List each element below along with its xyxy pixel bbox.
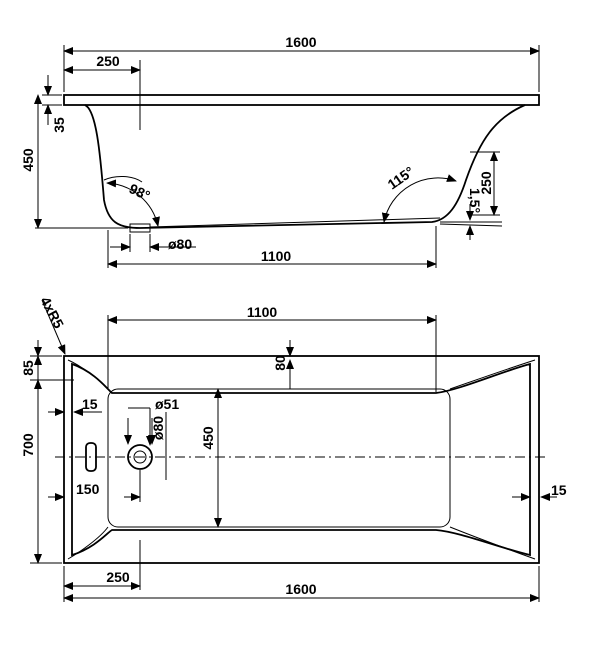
side-view (63, 94, 540, 233)
overflow-diameter-label: ø51 (155, 396, 179, 412)
inner-width-label: 450 (200, 426, 216, 450)
side-overhang-label: 250 (96, 53, 120, 69)
top-dimensions: 4xR5 1100 85 80 15 ø51 ø80 450 (20, 294, 567, 602)
top-drain-diameter-label: ø80 (150, 416, 166, 440)
drain-offset-label: 150 (76, 481, 100, 497)
side-drain-label: ø80 (168, 236, 192, 252)
top-overhang-label: 250 (106, 569, 130, 585)
rim-width-label: 85 (20, 360, 36, 376)
top-right-corner-curves (449, 359, 536, 560)
side-length-label: 1600 (285, 34, 316, 50)
left-angle-arc (106, 179, 160, 227)
left-angle-label: 98° (127, 180, 153, 203)
side-dimensions: 1600 250 35 450 98° 115° 250 1,5° (20, 34, 540, 268)
top-inner-contour (71, 362, 531, 557)
overall-width-label: 700 (20, 433, 36, 457)
top-outer-rim (63, 355, 540, 564)
top-view (55, 355, 548, 564)
rim-inner-label: 80 (272, 355, 288, 371)
top-length-label: 1600 (285, 581, 316, 597)
side-body-outline (84, 104, 526, 229)
top-inner-length-label: 1100 (247, 304, 278, 320)
right-angle-label: 115° (385, 163, 417, 192)
side-rim (63, 94, 540, 106)
left-offset-label: 15 (82, 396, 98, 412)
side-inner-length-label: 1100 (261, 248, 292, 264)
overflow-fitting (85, 442, 97, 472)
right-height-label: 250 (478, 171, 494, 195)
top-left-corner-curves (67, 359, 109, 560)
top-basin (107, 388, 451, 528)
right-angle-arc (381, 174, 457, 223)
right-offset-label: 15 (551, 482, 567, 498)
corner-radius-label: 4xR5 (37, 294, 67, 331)
rim-thickness-label: 35 (51, 117, 67, 133)
side-height-label: 450 (20, 148, 36, 172)
top-drain-outer (127, 444, 153, 470)
top-drain-inner (133, 450, 147, 464)
slope-label: 1,5° (467, 188, 483, 213)
